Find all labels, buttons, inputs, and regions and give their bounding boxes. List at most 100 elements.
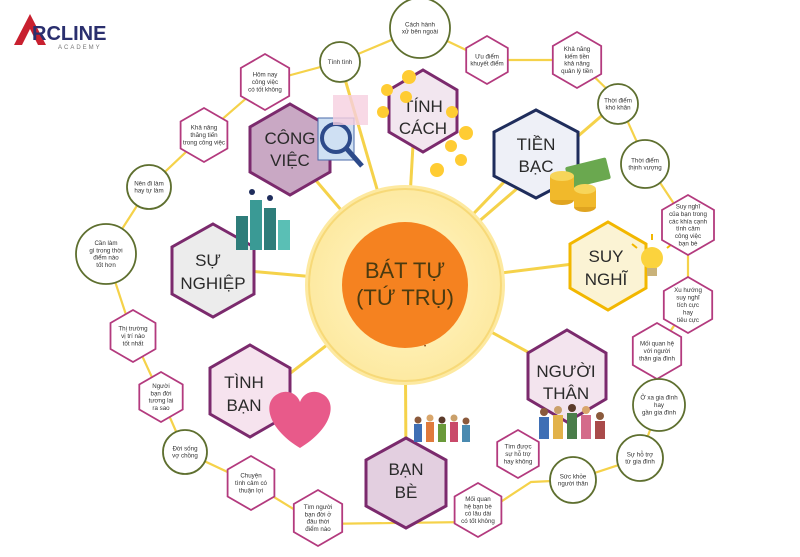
paper-icon <box>333 95 368 125</box>
leaf-text-line: quản lý tiền <box>561 68 593 75</box>
leaf-text-line: Cần làm <box>94 240 117 247</box>
leaf-text-line: kiếm tiền <box>565 53 590 60</box>
leaf-text-line: xử bên ngoài <box>402 29 438 36</box>
logo-brand-text: RCLINE <box>32 23 106 45</box>
leaf-text-line: khả năng <box>564 61 590 68</box>
coins-money-icon <box>550 157 611 212</box>
leaf-text-line: thăng tiến <box>190 132 218 139</box>
hub-tinh-ban-line2: BẠN <box>227 396 262 415</box>
leaf-text-line: vị trí nào <box>121 333 145 340</box>
leaf-text-line: khó khăn <box>605 105 631 112</box>
leaf-tinh-tinh: Tính tình <box>319 41 361 83</box>
leaf-text-line: Người <box>152 383 169 390</box>
leaf-text-line: Thời điểm <box>604 97 632 104</box>
leaf-text-line: tình cảm <box>676 226 700 233</box>
leaf-text-line: Đời sống <box>172 445 198 452</box>
leaf-shape <box>162 429 208 475</box>
leaf-text-line: bạn đời <box>151 390 172 397</box>
hub-tien-bac-line2: BẠC <box>519 157 554 176</box>
hub-tinh-ban: TÌNH BẠN <box>208 343 292 439</box>
leaf-text-line: có lâu dài <box>465 511 492 518</box>
leaf-shape <box>292 488 344 548</box>
leaf-text-line: Sức khỏe <box>560 473 587 480</box>
friends-group-icon <box>414 414 470 442</box>
leaf-text-line: tình cảm có <box>235 480 268 487</box>
leaf-text-line: các khía cạnh <box>669 218 708 225</box>
hub-nguoi-than: NGƯỜI THÂN <box>526 328 608 424</box>
leaf-shape <box>496 428 540 480</box>
hub-nguoi-than-line1: NGƯỜI <box>536 362 595 381</box>
leaf-shape <box>465 34 509 86</box>
leaf-shape <box>662 275 714 335</box>
hub-ban-be: BẠN BÈ <box>364 436 448 530</box>
leaf-text-line: công việc <box>675 233 701 240</box>
leaf-shape <box>239 52 291 112</box>
leaf-text-line: thuận lợi <box>239 487 263 494</box>
leaf-text-line: điểm nào <box>93 255 119 262</box>
leaf-text-line: Tìm được <box>504 444 531 451</box>
hub-tinh-cach-line1: TÍNH <box>403 97 443 116</box>
leaf-text-line: có tốt không <box>461 518 495 525</box>
leaf-shape <box>661 193 715 257</box>
leaf-shape <box>549 456 597 504</box>
hub-su-nghiep: SỰ NGHIỆP <box>170 222 256 319</box>
leaf-text-line: Khả năng <box>564 46 591 53</box>
hub-suy-nghi: SUY NGHĨ <box>568 220 648 312</box>
leaf-text-line: tốt nhất <box>123 340 144 347</box>
heart-hands-icon <box>269 391 331 448</box>
center-dot: • <box>424 344 426 350</box>
hub-tinh-cach-line2: CÁCH <box>399 119 447 138</box>
leaf-text-line: Chuyện <box>240 473 262 480</box>
leaf-text-line: Ưu điểm <box>475 53 499 60</box>
leaf-text-line: thân gia đình <box>639 355 675 362</box>
leaf-shape <box>226 454 276 512</box>
leaf-text-line: bạn bè <box>679 241 698 248</box>
leaf-shape <box>616 434 664 482</box>
leaf-text-line: gì trong thời <box>89 247 122 254</box>
leaf-text-line: tốt hơn <box>96 262 116 269</box>
leaf-text-line: tích cực <box>677 302 699 309</box>
career-people-icon <box>236 189 290 250</box>
leaf-text-line: hay không <box>504 458 533 465</box>
leaf-text-line: tương lai <box>149 398 174 405</box>
leaf-text-line: Suy nghĩ <box>676 204 701 211</box>
leaf-text-line: từ gia đình <box>625 459 655 466</box>
leaf-text-line: Hôm nay <box>253 72 279 79</box>
leaf-text-line: người thân <box>558 481 589 488</box>
leaf-text-line: Nên đi làm <box>134 180 164 187</box>
leaf-text-line: điểm nào <box>305 526 331 533</box>
hub-nguoi-than-line2: THÂN <box>543 384 589 403</box>
leaf-text-line: công việc <box>252 79 278 86</box>
leaf-text-line: Thời điểm <box>631 157 659 164</box>
logo-sub-text: ACADEMY <box>58 45 102 51</box>
leaf-shape <box>389 0 451 59</box>
leaf-text-line: Tìm người <box>304 504 333 511</box>
hub-cong-viec-line1: CÔNG <box>265 129 316 148</box>
hub-ban-be-line1: BẠN <box>389 460 424 479</box>
leaf-text-line: hệ bạn bè <box>464 503 492 510</box>
leaf-shape <box>319 41 361 83</box>
leaf-text-line: Tính tình <box>328 59 353 66</box>
leaf-text-line: Sự hỗ trợ <box>627 451 653 458</box>
hub-tinh-cach: TÍNH CÁCH <box>387 68 459 154</box>
leaf-text-line: có tốt không <box>248 86 282 93</box>
leaf-text-line: trong công việc <box>183 139 225 146</box>
leaf-text-line: Cách hành <box>405 21 435 28</box>
leaf-shape <box>109 308 157 364</box>
leaf-shape <box>126 164 172 210</box>
leaf-text-line: Mối quan hệ <box>640 341 675 348</box>
